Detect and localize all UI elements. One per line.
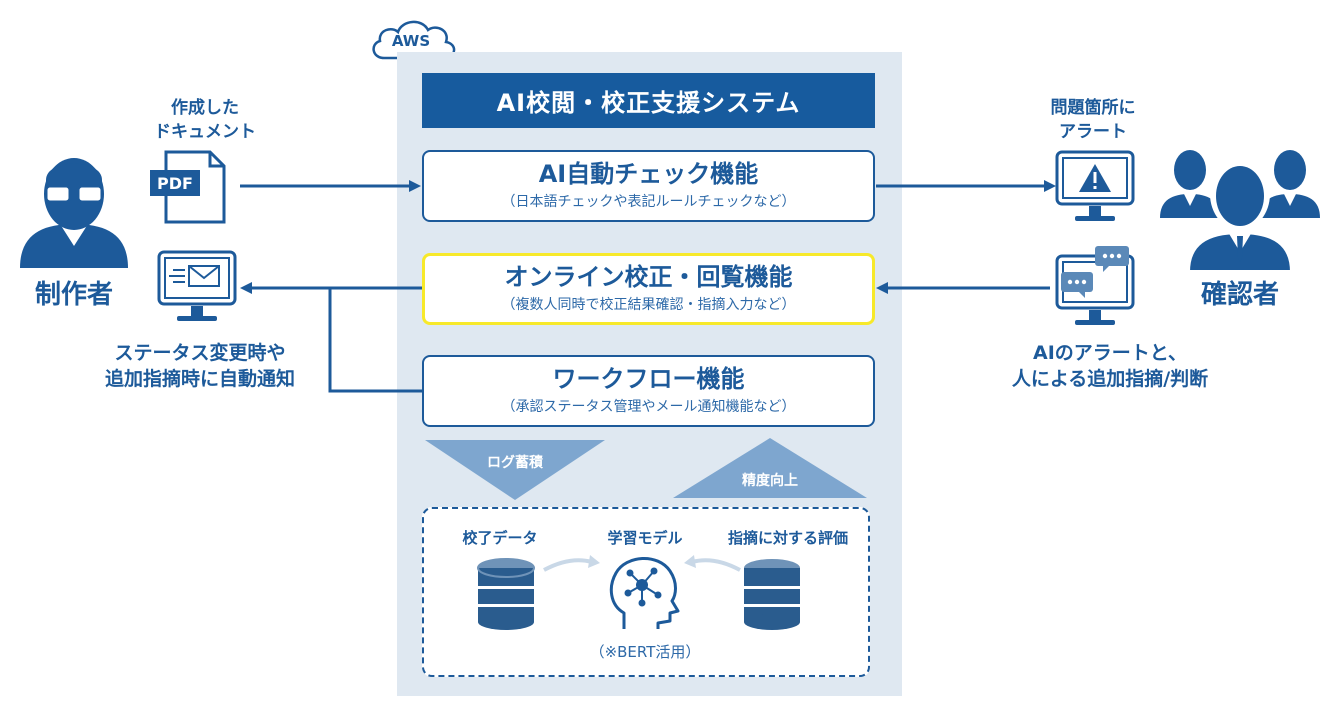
- arrow-left-icon: [682, 552, 742, 580]
- model-label: 学習モデル: [607, 529, 683, 547]
- pdf-label: PDF: [157, 174, 193, 193]
- system-title: AI校閲・校正支援システム: [422, 73, 875, 128]
- producer-avatar-icon: [16, 150, 132, 274]
- log-accumulation-label: ログ蓄積: [487, 455, 543, 471]
- aws-label: AWS: [391, 32, 431, 50]
- reviewer-label: 確認者: [1200, 280, 1279, 310]
- evaluation-label: 指摘に対する評価: [727, 529, 848, 547]
- database-icon: [476, 558, 536, 634]
- notify-caption-line: ステータス変更時や: [114, 342, 286, 364]
- document-caption: 作成した ドキュメント: [140, 96, 270, 144]
- feature-title: AI自動チェック機能: [538, 160, 759, 188]
- judge-caption-line: 人による追加指摘/判断: [1011, 368, 1209, 390]
- alert-caption: 問題箇所に アラート: [1028, 96, 1158, 144]
- database-icon: [742, 558, 802, 634]
- feature-title: オンライン校正・回覧機能: [504, 263, 793, 291]
- feature-workflow: ワークフロー機能 （承認ステータス管理やメール通知機能など）: [422, 355, 875, 427]
- document-caption-line: ドキュメント: [154, 122, 256, 142]
- accuracy-improvement-label: 精度向上: [742, 473, 798, 489]
- feature-ai-auto-check: AI自動チェック機能 （日本語チェックや表記ルールチェックなど）: [422, 150, 875, 222]
- judge-caption: AIのアラートと、 人による追加指摘/判断: [975, 340, 1245, 392]
- notify-caption: ステータス変更時や 追加指摘時に自動通知: [70, 340, 330, 392]
- notify-caption-line: 追加指摘時に自動通知: [104, 368, 295, 390]
- feature-subtitle: （複数人同時で校正結果確認・指摘入力など）: [501, 297, 796, 313]
- alert-monitor-icon: [1055, 150, 1135, 234]
- feature-subtitle: （承認ステータス管理やメール通知機能など）: [501, 399, 796, 415]
- arrow-right-icon: [542, 552, 602, 580]
- chat-monitor-icon: [1055, 246, 1135, 338]
- pdf-document-icon: [148, 150, 228, 230]
- document-caption-line: 作成した: [171, 98, 239, 118]
- feature-subtitle: （日本語チェックや表記ルールチェックなど）: [501, 194, 796, 210]
- feature-title: ワークフロー機能: [552, 365, 745, 393]
- arrow-workflow-to-mail: [328, 288, 422, 393]
- completed-data-label: 校了データ: [462, 529, 538, 547]
- producer-label: 制作者: [34, 280, 113, 310]
- accuracy-improvement-triangle: [673, 438, 867, 504]
- alert-caption-line: アラート: [1059, 122, 1127, 142]
- judge-caption-line: AIのアラートと、: [1032, 342, 1187, 364]
- mail-monitor-icon: [157, 250, 237, 334]
- feature-online-proofreading: オンライン校正・回覧機能 （複数人同時で校正結果確認・指摘入力など）: [422, 253, 875, 325]
- ai-brain-icon: [602, 549, 682, 637]
- model-note: （※BERT活用）: [589, 643, 701, 661]
- reviewers-group-icon: [1158, 148, 1322, 278]
- alert-caption-line: 問題箇所に: [1050, 98, 1136, 118]
- aws-cloud-icon: [366, 14, 462, 64]
- log-accumulation-triangle: [425, 440, 605, 506]
